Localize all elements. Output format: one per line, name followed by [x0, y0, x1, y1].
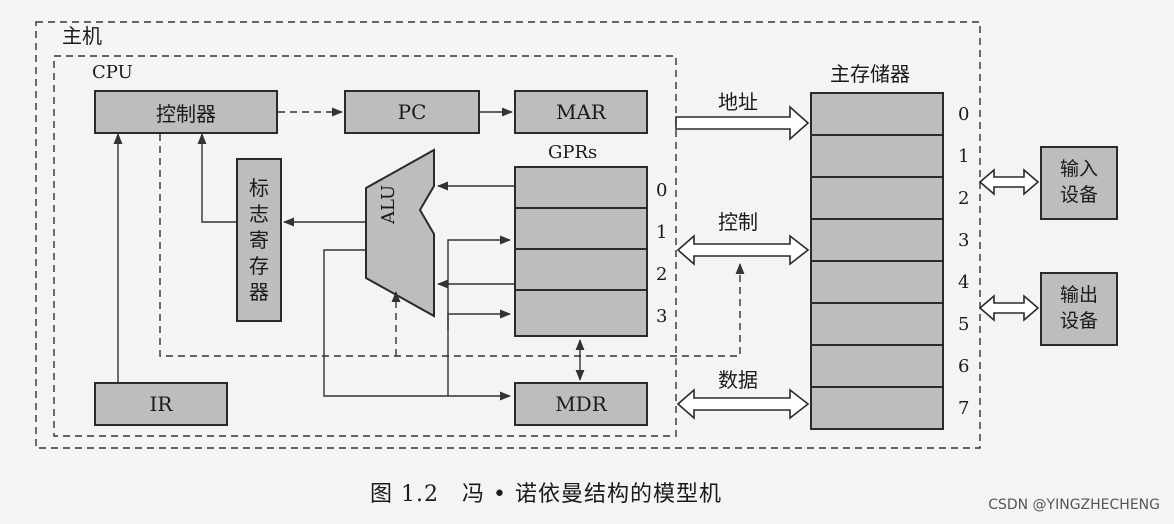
alu-label: ALU — [378, 184, 399, 224]
data-bus-arrow — [676, 388, 810, 420]
cpu-label: CPU — [92, 62, 133, 83]
gpr-index-2: 2 — [656, 264, 668, 285]
control-bus-arrow — [676, 234, 810, 266]
output-link-arrow — [978, 294, 1040, 322]
bus-to-gpr1-arrow — [447, 235, 512, 396]
mar-box: MAR — [514, 90, 648, 134]
memory-cell-3 — [810, 218, 944, 262]
data-bus-label: 数据 — [718, 368, 758, 392]
gprs-label: GPRs — [548, 142, 598, 163]
flags-to-ctrl-arrow — [197, 132, 238, 223]
input-link-arrow — [978, 168, 1040, 196]
controller-box: 控制器 — [94, 90, 278, 134]
memory-cell-7 — [810, 386, 944, 430]
memory-cell-6 — [810, 344, 944, 388]
alu-unit — [365, 148, 435, 318]
memory-index-0: 0 — [958, 104, 970, 125]
gpr-index-3: 3 — [656, 306, 668, 327]
address-bus-arrow — [675, 105, 810, 141]
ir-box: IR — [94, 382, 228, 426]
flags-register-box: 标 志 寄 存 器 — [236, 158, 282, 322]
cpu-frame — [53, 55, 677, 437]
memory-cell-1 — [810, 134, 944, 178]
pc-box: PC — [344, 90, 480, 134]
watermark: CSDN @YINGZHECHENG — [988, 497, 1160, 513]
gpr-2 — [514, 248, 648, 291]
figure-caption: 图 1.2 冯 • 诺依曼结构的模型机 — [370, 482, 722, 507]
memory-cell-0 — [810, 92, 944, 136]
memory-index-2: 2 — [958, 188, 970, 209]
memory-index-7: 7 — [958, 398, 970, 419]
output-device-box: 输出 设备 — [1040, 272, 1118, 346]
memory-index-5: 5 — [958, 314, 970, 335]
memory-index-6: 6 — [958, 356, 970, 377]
bus-to-gpr3-arrow — [447, 309, 512, 330]
memory-cell-2 — [810, 176, 944, 220]
host-frame — [35, 21, 981, 449]
mdr-box: MDR — [514, 382, 648, 426]
input-device-box: 输入 设备 — [1040, 146, 1118, 220]
ctrl-dashed-line — [159, 134, 745, 357]
memory-cell-5 — [810, 302, 944, 346]
address-bus-label: 地址 — [718, 90, 758, 114]
host-label: 主机 — [62, 24, 102, 48]
gpr-index-1: 1 — [656, 222, 668, 243]
memory-index-1: 1 — [958, 146, 970, 167]
gpr-0 — [514, 166, 648, 209]
memory-cell-4 — [810, 260, 944, 304]
memory-index-4: 4 — [958, 272, 970, 293]
memory-label: 主存储器 — [830, 62, 910, 86]
gpr-3 — [514, 289, 648, 337]
memory-index-3: 3 — [958, 230, 970, 251]
gpr-index-0: 0 — [656, 180, 668, 201]
control-bus-label: 控制 — [718, 210, 758, 234]
gpr-1 — [514, 207, 648, 250]
alu-to-gpr1-arrow — [323, 249, 512, 401]
